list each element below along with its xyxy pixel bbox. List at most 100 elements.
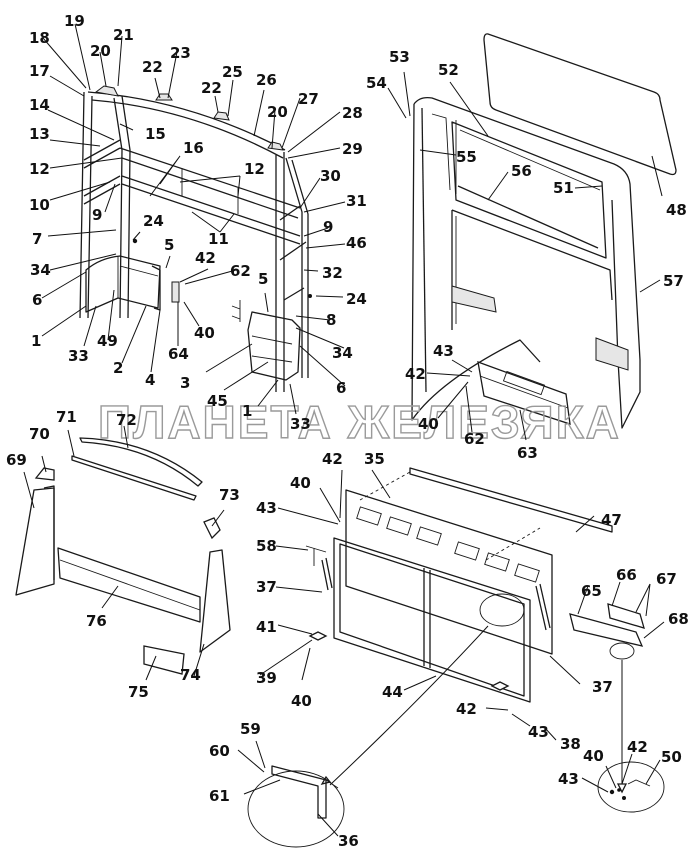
callout-28: 28 <box>342 104 363 122</box>
callout-30: 30 <box>320 167 341 185</box>
callout-16: 16 <box>183 139 204 157</box>
callout-39: 39 <box>256 669 277 687</box>
watermark: ПЛАНЕТА ЖЕЛЕЗЯКА <box>98 396 621 448</box>
callout-9: 9 <box>323 218 333 236</box>
callout-37: 37 <box>592 678 613 696</box>
callout-22: 22 <box>142 58 163 76</box>
callout-42: 42 <box>195 249 216 267</box>
callout-1: 1 <box>242 402 252 420</box>
callout-19: 19 <box>64 12 85 30</box>
callout-12: 12 <box>244 160 265 178</box>
callout-9: 9 <box>92 206 102 224</box>
callout-40: 40 <box>290 474 311 492</box>
callout-67: 67 <box>656 570 677 588</box>
callout-2: 2 <box>113 359 123 377</box>
callout-17: 17 <box>29 62 50 80</box>
callout-36: 36 <box>338 832 359 850</box>
callout-18: 18 <box>29 29 50 47</box>
callout-34: 34 <box>30 261 51 279</box>
callout-5: 5 <box>164 236 174 254</box>
callout-40: 40 <box>291 692 312 710</box>
callout-23: 23 <box>170 44 191 62</box>
callout-49: 49 <box>97 332 118 350</box>
callout-24: 24 <box>346 290 367 308</box>
callout-38: 38 <box>560 735 581 753</box>
callout-5: 5 <box>258 270 268 288</box>
callout-20: 20 <box>267 103 288 121</box>
callout-26: 26 <box>256 71 277 89</box>
callout-40: 40 <box>583 747 604 765</box>
storage-cabinet <box>247 467 665 848</box>
callout-35: 35 <box>364 450 385 468</box>
callout-71: 71 <box>56 408 77 426</box>
callout-75: 75 <box>128 683 149 701</box>
callout-29: 29 <box>342 140 363 158</box>
callout-54: 54 <box>366 74 387 92</box>
side-trim <box>15 437 231 675</box>
callout-43: 43 <box>256 499 277 517</box>
callout-46: 46 <box>346 234 367 252</box>
callout-73: 73 <box>219 486 240 504</box>
callout-8: 8 <box>326 311 336 329</box>
callout-55: 55 <box>456 148 477 166</box>
callout-37: 37 <box>256 578 277 596</box>
callout-4: 4 <box>145 371 155 389</box>
callout-42: 42 <box>627 738 648 756</box>
callout-12: 12 <box>29 160 50 178</box>
callout-66: 66 <box>616 566 637 584</box>
callouts: 18 19 20 21 17 22 23 22 25 26 20 27 28 2… <box>6 12 689 850</box>
callout-21: 21 <box>113 26 134 44</box>
callout-62: 62 <box>464 430 485 448</box>
callout-33: 33 <box>68 347 89 365</box>
callout-43: 43 <box>433 342 454 360</box>
callout-6: 6 <box>32 291 42 309</box>
callout-6: 6 <box>336 379 346 397</box>
callout-68: 68 <box>668 610 689 628</box>
callout-74: 74 <box>180 666 201 684</box>
callout-61: 61 <box>209 787 230 805</box>
callout-69: 69 <box>6 451 27 469</box>
callout-43: 43 <box>528 723 549 741</box>
callout-44: 44 <box>382 683 403 701</box>
callout-34: 34 <box>332 344 353 362</box>
callout-24: 24 <box>143 212 164 230</box>
callout-76: 76 <box>86 612 107 630</box>
callout-3: 3 <box>180 374 190 392</box>
callout-57: 57 <box>663 272 684 290</box>
leader-lines <box>23 23 665 837</box>
callout-47: 47 <box>601 511 622 529</box>
callout-58: 58 <box>256 537 277 555</box>
callout-59: 59 <box>240 720 261 738</box>
callout-42: 42 <box>405 365 426 383</box>
callout-27: 27 <box>298 90 319 108</box>
callout-40: 40 <box>418 415 439 433</box>
callout-64: 64 <box>168 345 189 363</box>
callout-63: 63 <box>517 444 538 462</box>
callout-10: 10 <box>29 196 50 214</box>
callout-13: 13 <box>29 125 50 143</box>
callout-33: 33 <box>290 415 311 433</box>
callout-32: 32 <box>322 264 343 282</box>
callout-20: 20 <box>90 42 111 60</box>
callout-70: 70 <box>29 425 50 443</box>
callout-62: 62 <box>230 262 251 280</box>
callout-25: 25 <box>222 63 243 81</box>
callout-56: 56 <box>511 162 532 180</box>
callout-50: 50 <box>661 748 682 766</box>
callout-41: 41 <box>256 618 277 636</box>
callout-72: 72 <box>116 411 137 429</box>
callout-11: 11 <box>208 230 229 248</box>
callout-22: 22 <box>201 79 222 97</box>
callout-40: 40 <box>194 324 215 342</box>
callout-42: 42 <box>322 450 343 468</box>
callout-43: 43 <box>558 770 579 788</box>
callout-51: 51 <box>553 179 574 197</box>
callout-48: 48 <box>666 201 687 219</box>
callout-65: 65 <box>581 582 602 600</box>
callout-14: 14 <box>29 96 50 114</box>
callout-52: 52 <box>438 61 459 79</box>
callout-53: 53 <box>389 48 410 66</box>
callout-1: 1 <box>31 332 41 350</box>
callout-15: 15 <box>145 125 166 143</box>
